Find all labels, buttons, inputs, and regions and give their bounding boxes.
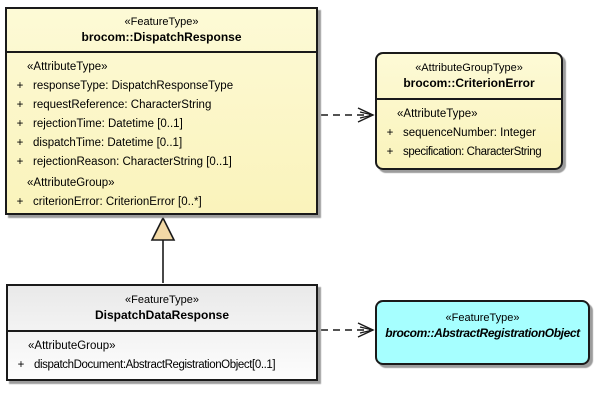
visibility-plus: + <box>16 99 24 111</box>
visibility-plus: + <box>16 118 24 130</box>
visibility-plus: + <box>16 156 24 168</box>
visibility-plus: + <box>16 196 24 208</box>
visibility-plus: + <box>16 80 24 92</box>
attribute-row[interactable]: + criterionError: CriterionError [0..*] <box>7 193 316 212</box>
attribute-text: rejectionTime: Datetime [0..1] <box>33 118 183 130</box>
class-stereotype: «FeatureType» <box>124 15 199 28</box>
attribute-row[interactable]: + rejectionTime: Datetime [0..1] <box>7 115 316 134</box>
class-box-dispatch-data-response[interactable]: «FeatureType» DispatchDataResponse «Attr… <box>6 284 318 381</box>
attribute-row[interactable]: + dispatchTime: Datetime [0..1] <box>7 134 316 153</box>
class-attributes-compartment: «AttributeType» + sequenceNumber: Intege… <box>377 100 561 162</box>
attribute-text: sequenceNumber: Integer <box>403 127 536 139</box>
attribute-text: specification: CharacterString <box>403 146 542 158</box>
attribute-row[interactable]: + responseType: DispatchResponseType <box>7 77 316 96</box>
class-box-abstract-registration-object[interactable]: «FeatureType» brocom::AbstractRegistrati… <box>375 300 590 365</box>
visibility-plus: + <box>386 127 394 139</box>
class-name: brocom::AbstractRegistrationObject <box>385 326 580 340</box>
attribute-text: requestReference: CharacterString <box>33 99 212 111</box>
class-stereotype: «FeatureType» <box>445 312 520 324</box>
attribute-row[interactable]: + requestReference: CharacterString <box>7 96 316 115</box>
attribute-text: criterionError: CriterionError [0..*] <box>33 196 202 208</box>
attribute-text: responseType: DispatchResponseType <box>33 80 234 92</box>
attribute-row[interactable]: + dispatchDocument:AbstractRegistrationO… <box>8 356 316 375</box>
class-name: brocom::DispatchResponse <box>81 29 242 44</box>
class-stereotype: «AttributeGroupType» <box>415 61 523 74</box>
class-name: brocom::CriterionError <box>403 75 535 90</box>
class-attributes-compartment: «AttributeGroup» + dispatchDocument:Abst… <box>8 332 316 375</box>
generalization-arrow[interactable] <box>150 216 176 283</box>
visibility-plus: + <box>386 146 394 158</box>
class-header: «FeatureType» DispatchDataResponse <box>8 286 316 332</box>
visibility-plus: + <box>16 137 24 149</box>
attribute-section-heading: «AttributeGroup» <box>27 177 115 189</box>
visibility-plus: + <box>17 359 25 371</box>
attribute-text: rejectionReason: CharacterString [0..1] <box>33 156 232 168</box>
class-header: «AttributeGroupType» brocom::CriterionEr… <box>377 54 561 100</box>
attribute-section-heading: «AttributeGroup» <box>28 340 116 352</box>
attribute-text: dispatchDocument:AbstractRegistrationObj… <box>34 359 276 371</box>
class-attributes-compartment: «AttributeType» + responseType: Dispatch… <box>7 53 316 212</box>
attribute-section-heading: «AttributeType» <box>397 108 478 120</box>
attribute-row[interactable]: + specification: CharacterString <box>377 143 561 162</box>
class-header: «FeatureType» brocom::DispatchResponse <box>7 9 316 53</box>
class-header: «FeatureType» brocom::AbstractRegistrati… <box>377 302 588 363</box>
dependency-arrow-abstract-registration-object[interactable] <box>321 322 375 338</box>
class-name: DispatchDataResponse <box>94 307 230 322</box>
attribute-row[interactable]: + rejectionReason: CharacterString [0..1… <box>7 153 316 172</box>
class-box-criterion-error[interactable]: «AttributeGroupType» brocom::CriterionEr… <box>375 52 563 170</box>
attribute-section-heading: «AttributeType» <box>27 61 108 73</box>
class-stereotype: «FeatureType» <box>125 293 199 306</box>
attribute-row[interactable]: + sequenceNumber: Integer <box>377 124 561 143</box>
class-box-dispatch-response[interactable]: «FeatureType» brocom::DispatchResponse «… <box>5 7 318 215</box>
attribute-text: dispatchTime: Datetime [0..1] <box>33 137 183 149</box>
dependency-arrow-criterion-error[interactable] <box>321 107 375 123</box>
